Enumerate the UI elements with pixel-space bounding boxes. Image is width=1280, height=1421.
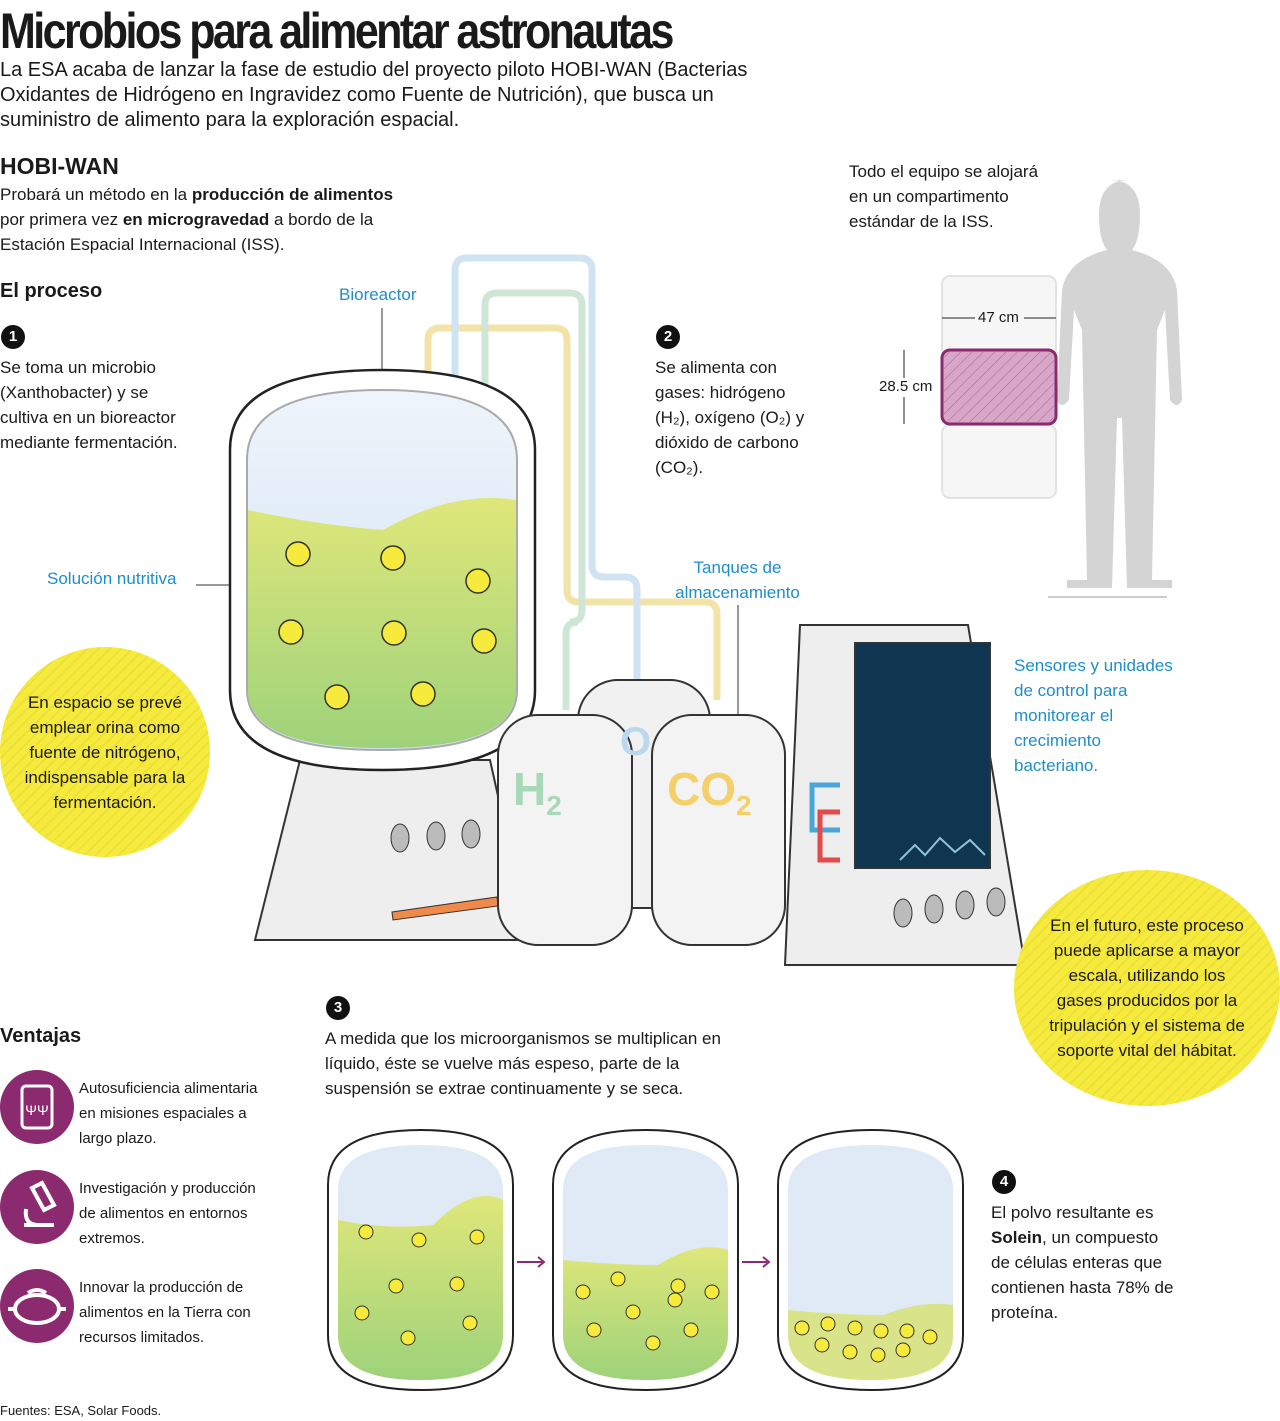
advantage-2: Investigación y producción de alimentos … bbox=[79, 1180, 256, 1247]
future-note-bubble: En el futuro, este proceso puede aplicar… bbox=[1014, 870, 1280, 1106]
step-2-badge: 2 bbox=[656, 325, 680, 349]
step-3-badge: 3 bbox=[326, 996, 350, 1020]
compartment-height: 28.5 cm bbox=[879, 378, 933, 395]
sources: Fuentes: ESA, Solar Foods. bbox=[0, 1403, 162, 1418]
nutrient-label: Solución nutritiva bbox=[47, 569, 177, 588]
co2-subscript: 2 bbox=[736, 790, 752, 822]
h2-tank bbox=[497, 714, 633, 946]
bold-text: Solein bbox=[991, 1228, 1043, 1247]
h2-tank-label: H2 bbox=[513, 762, 562, 822]
food-can-icon: ΨΨ bbox=[0, 1070, 74, 1144]
microscope-icon bbox=[0, 1170, 74, 1244]
hobiwan-heading: HOBI-WAN bbox=[0, 153, 119, 179]
nutrient-solution bbox=[248, 498, 516, 748]
text: , un compuesto de células enteras que co… bbox=[991, 1228, 1174, 1322]
bold-text: en microgravedad bbox=[122, 210, 270, 229]
h2-subscript: 2 bbox=[546, 790, 562, 822]
co2-tank bbox=[651, 714, 786, 946]
future-note: En el futuro, este proceso puede aplicar… bbox=[1049, 916, 1245, 1060]
bold-text: producción de alimentos bbox=[191, 185, 394, 204]
subtitle: La ESA acaba de lanzar la fase de estudi… bbox=[0, 59, 748, 131]
process-heading: El proceso bbox=[0, 280, 103, 302]
advantages-heading: Ventajas bbox=[0, 1025, 82, 1047]
step-2-text: Se alimenta con gases: hidrógeno (H₂), o… bbox=[655, 358, 805, 477]
advantage-3: Innovar la producción de alimentos en la… bbox=[79, 1279, 251, 1346]
pipes bbox=[424, 254, 721, 710]
text: Probará un método en la bbox=[0, 185, 192, 204]
dial-icon bbox=[390, 823, 410, 853]
bioreactor-label: Bioreactor bbox=[339, 285, 417, 304]
monitor-screen bbox=[854, 642, 991, 869]
drying-stages-illustration bbox=[327, 1128, 964, 1392]
dial-icon bbox=[426, 821, 446, 851]
urine-note-bubble: En espacio se prevé emplear orina como f… bbox=[0, 647, 210, 857]
urine-note: En espacio se prevé emplear orina como f… bbox=[24, 692, 186, 812]
stage-vessel-3 bbox=[777, 1128, 964, 1392]
svg-text:ΨΨ: ΨΨ bbox=[25, 1102, 48, 1118]
microbe-cells bbox=[278, 541, 497, 710]
text: por primera vez bbox=[0, 210, 123, 229]
h2-label: H bbox=[513, 763, 547, 815]
page-title: Microbios para alimentar astronautas bbox=[0, 3, 674, 59]
process-illustration bbox=[196, 180, 1182, 966]
text: El polvo resultante es bbox=[991, 1203, 1154, 1222]
human-silhouette bbox=[1057, 180, 1182, 588]
step-4-badge: 4 bbox=[992, 1170, 1016, 1194]
cooking-pot-icon bbox=[0, 1269, 74, 1343]
step-1-badge: 1 bbox=[1, 325, 25, 349]
compartment-width: 47 cm bbox=[978, 309, 1019, 326]
step-4-text: El polvo resultante es Solein, un compue… bbox=[991, 1200, 1176, 1325]
stage-vessel-1 bbox=[327, 1128, 514, 1392]
text: a bordo de la Estación Espacial Internac… bbox=[0, 210, 374, 254]
dial-icon bbox=[461, 819, 481, 849]
compartment-text: Todo el equipo se alojará en un comparti… bbox=[849, 162, 1039, 231]
step-1-text: Se toma un microbio (Xanthobacter) y se … bbox=[0, 358, 178, 452]
tanks-label: Tanques de almacenamiento bbox=[675, 558, 800, 602]
step-3-text: A medida que los microorganismos se mult… bbox=[325, 1029, 721, 1098]
o2-tank-label: O bbox=[620, 720, 652, 764]
hobiwan-description: Probará un método en la producción de al… bbox=[0, 182, 400, 257]
stage-vessel-2 bbox=[552, 1128, 739, 1392]
co2-tank-label: CO2 bbox=[667, 762, 752, 822]
advantage-1: Autosuficiencia alimentaria en misiones … bbox=[79, 1080, 258, 1147]
co2-label: CO bbox=[667, 763, 736, 815]
sensors-label: Sensores y unidades de control para moni… bbox=[1014, 656, 1173, 775]
